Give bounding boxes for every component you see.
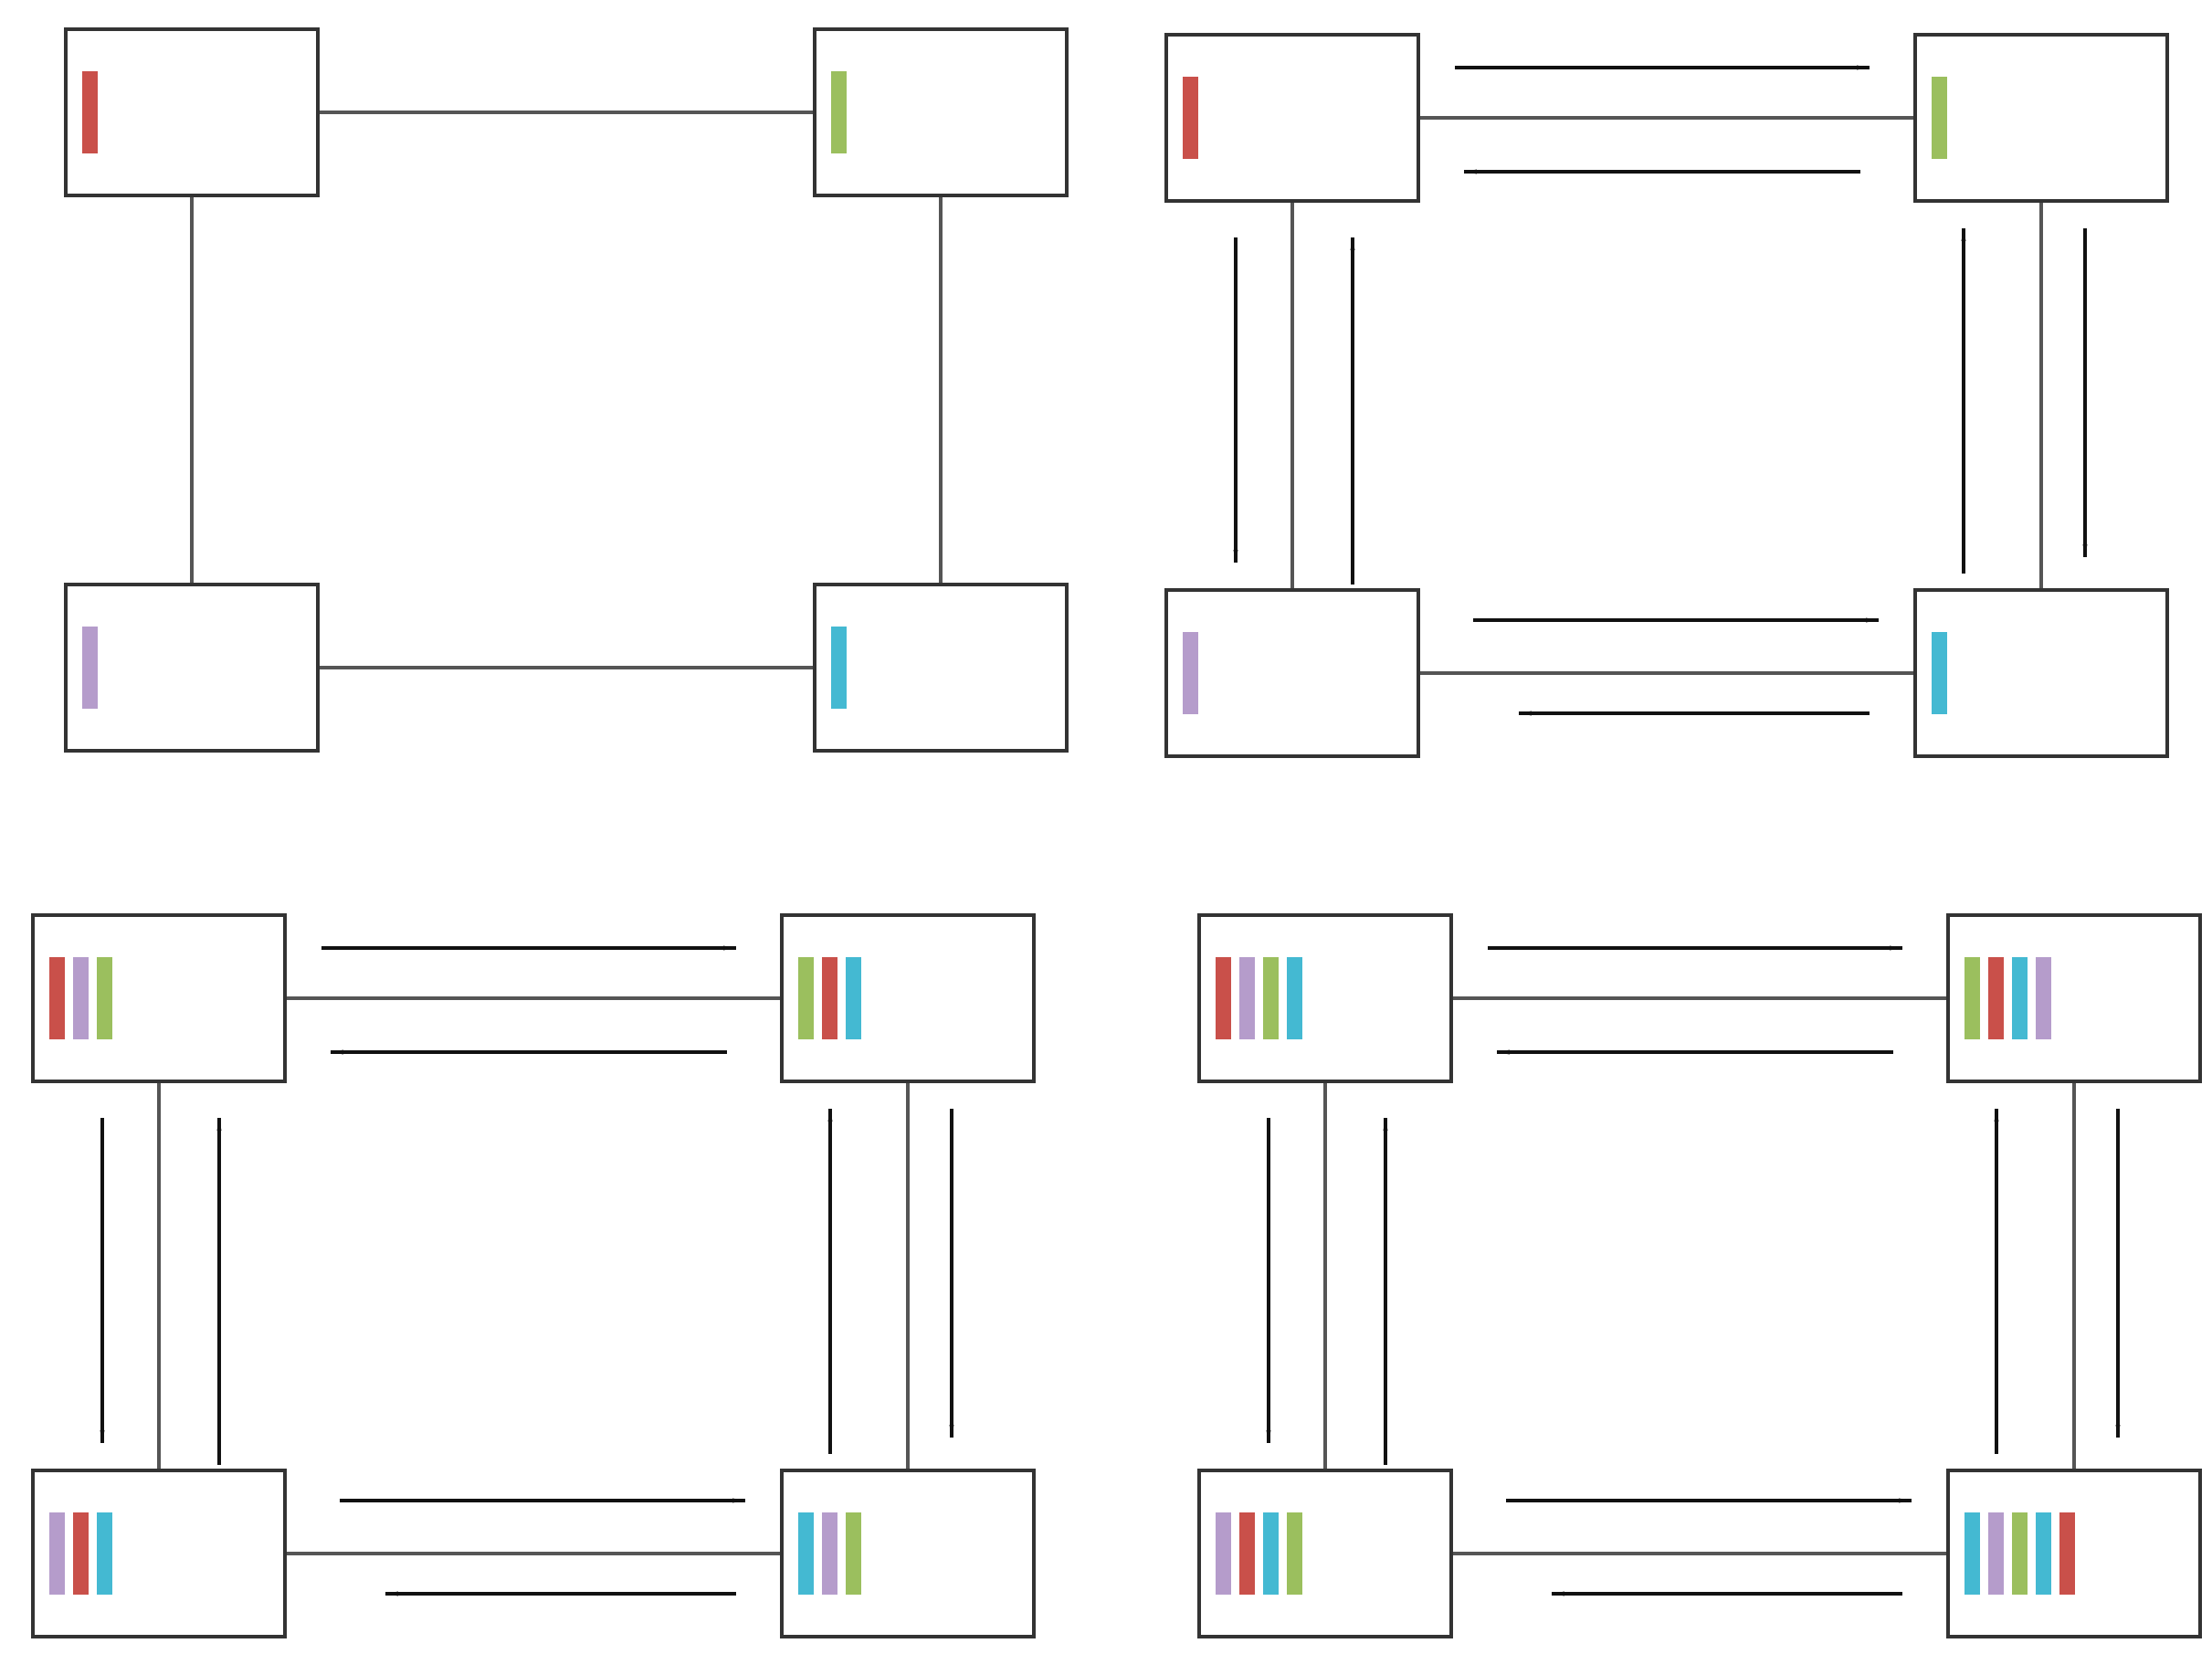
node-top-right	[780, 913, 1036, 1083]
panel-4	[1197, 913, 2202, 1638]
state-bar-red	[49, 957, 65, 1039]
state-bar-red	[82, 71, 98, 153]
node-bottom-right	[1913, 588, 2169, 758]
state-bar-red	[73, 1512, 89, 1595]
state-bar-green	[798, 957, 814, 1039]
node-box	[1164, 33, 1420, 203]
state-bar-purple	[2036, 957, 2051, 1039]
node-bottom-right	[1946, 1469, 2202, 1638]
node-box	[31, 1469, 287, 1638]
state-bar-cyan	[831, 627, 847, 709]
links	[157, 996, 910, 1555]
message-arrows	[1233, 65, 2088, 716]
links	[190, 111, 943, 669]
node-box	[813, 583, 1069, 753]
state-bar-purple	[822, 1512, 837, 1595]
node-bottom-left	[64, 583, 320, 753]
node-top-right	[1913, 33, 2169, 203]
state-bar-purple	[1239, 957, 1255, 1039]
node-box	[1197, 913, 1453, 1083]
state-bar-cyan	[1964, 1512, 1980, 1595]
node-bottom-right	[780, 1469, 1036, 1638]
state-bar-green	[1287, 1512, 1302, 1595]
state-bar-green	[846, 1512, 861, 1595]
node-box	[780, 1469, 1036, 1638]
panel-2	[1164, 33, 2169, 758]
node-box	[64, 583, 320, 753]
node-bottom-left	[31, 1469, 287, 1638]
state-bar-red	[1239, 1512, 1255, 1595]
state-bar-purple	[73, 957, 89, 1039]
node-box	[1913, 33, 2169, 203]
state-bar-cyan	[2036, 1512, 2051, 1595]
state-bar-purple	[82, 627, 98, 709]
state-bar-cyan	[1287, 957, 1302, 1039]
node-box	[1913, 588, 2169, 758]
message-arrows	[1266, 945, 2121, 1596]
state-bar-green	[97, 957, 112, 1039]
state-bar-cyan	[97, 1512, 112, 1595]
node-box	[780, 913, 1036, 1083]
state-bar-red	[1183, 77, 1198, 159]
state-bar-green	[1263, 957, 1279, 1039]
node-box	[31, 913, 287, 1083]
state-bar-cyan	[1932, 632, 1947, 714]
node-top-left	[1164, 33, 1420, 203]
message-arrows	[100, 945, 954, 1596]
node-box	[1164, 588, 1420, 758]
state-bar-red	[2059, 1512, 2075, 1595]
node-top-left	[1197, 913, 1453, 1083]
state-bar-green	[1964, 957, 1980, 1039]
links	[1290, 116, 2043, 675]
links	[1323, 996, 2076, 1555]
state-bar-cyan	[1263, 1512, 1279, 1595]
state-bar-green	[1932, 77, 1947, 159]
node-box	[64, 27, 320, 197]
node-top-right	[813, 27, 1069, 197]
state-bar-cyan	[798, 1512, 814, 1595]
node-box	[1946, 913, 2202, 1083]
node-top-left	[31, 913, 287, 1083]
state-bar-purple	[49, 1512, 65, 1595]
state-bar-red	[1216, 957, 1231, 1039]
state-bar-green	[831, 71, 847, 153]
node-top-right	[1946, 913, 2202, 1083]
state-bar-cyan	[846, 957, 861, 1039]
node-bottom-left	[1164, 588, 1420, 758]
node-box	[813, 27, 1069, 197]
node-top-left	[64, 27, 320, 197]
state-bar-cyan	[2012, 957, 2028, 1039]
state-bar-red	[1988, 957, 2004, 1039]
node-bottom-left	[1197, 1469, 1453, 1638]
state-bar-red	[822, 957, 837, 1039]
panel-1	[64, 27, 1069, 753]
node-box	[1197, 1469, 1453, 1638]
state-bar-purple	[1216, 1512, 1231, 1595]
panel-3	[31, 913, 1036, 1638]
state-bar-purple	[1183, 632, 1198, 714]
state-bar-purple	[1988, 1512, 2004, 1595]
node-bottom-right	[813, 583, 1069, 753]
state-bar-green	[2012, 1512, 2028, 1595]
